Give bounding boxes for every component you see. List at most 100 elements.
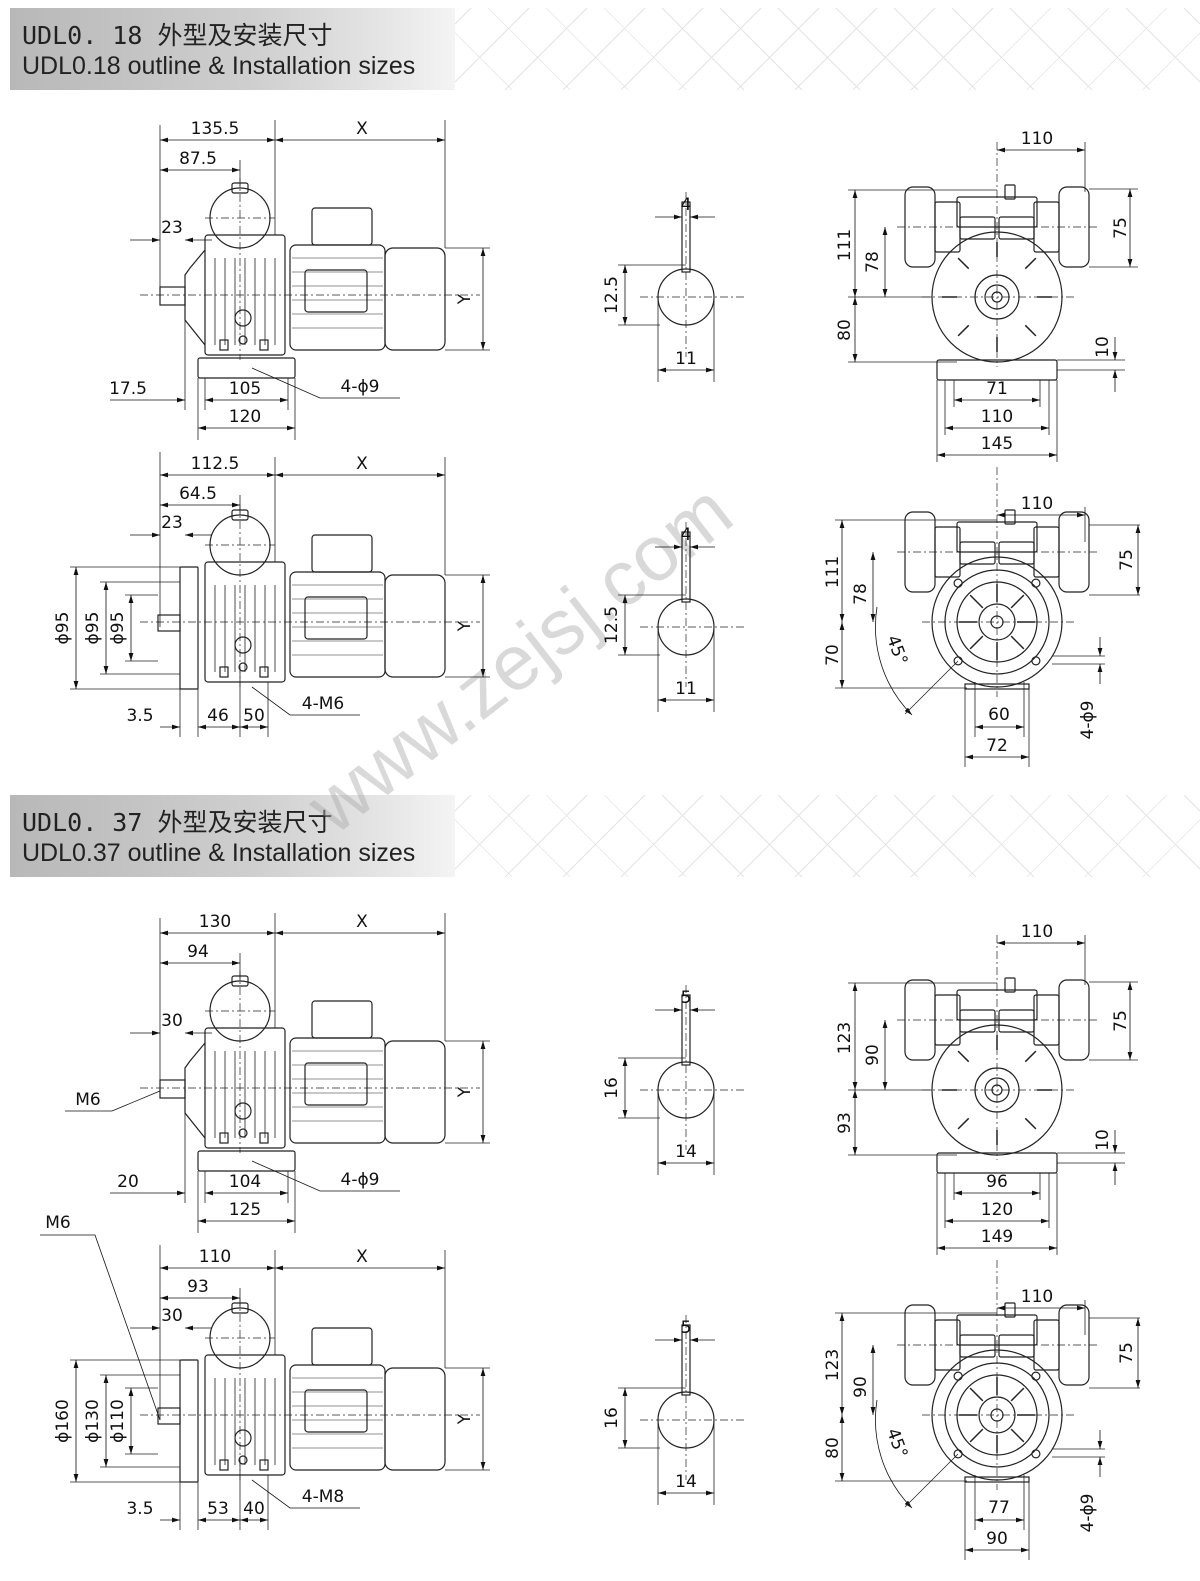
line [957, 324, 970, 337]
dimension-label: 40 [243, 1499, 265, 1519]
outline [289, 571, 386, 678]
section-title-en: UDL0.37 outline & Installation sizes [22, 839, 416, 867]
eye-bolt [238, 335, 248, 345]
dimension-label: 93 [835, 1112, 855, 1134]
outline [157, 1407, 181, 1425]
dimension-label: 50 [243, 706, 265, 726]
outline [1004, 184, 1016, 200]
outline [998, 1334, 1035, 1358]
outline [289, 244, 386, 351]
leader-line [251, 686, 360, 716]
dimension-label: M6 [75, 1090, 100, 1110]
leader-line [40, 1234, 161, 1421]
shaft-key-section: 412.511 [602, 192, 745, 382]
outline [959, 1009, 996, 1033]
dimension-label: 90 [986, 1529, 1008, 1549]
outline [184, 1042, 206, 1139]
section-title-cn: UDL0. 37 外型及安装尺寸 [22, 808, 333, 837]
dimension-label: 75 [1111, 217, 1131, 239]
dimension-label: Y [455, 293, 475, 305]
bolt-hole [1031, 578, 1041, 588]
line [1010, 1428, 1025, 1443]
bolt-hole [1031, 1449, 1041, 1459]
dimension-label: 105 [229, 379, 261, 399]
dimension-label: 30 [161, 1306, 183, 1326]
dimension-label: X [356, 1247, 368, 1267]
dimension-label: X [356, 119, 368, 139]
line [969, 1428, 984, 1443]
angle-arc [875, 1399, 913, 1509]
eye-bolt [234, 636, 252, 654]
section-title-cn: UDL0. 18 外型及安装尺寸 [22, 21, 333, 50]
dimension-label: X [356, 912, 368, 932]
outline [964, 683, 1030, 690]
outline [384, 1040, 446, 1144]
dimension-label: X [356, 454, 368, 474]
outline [157, 614, 181, 632]
dimension-label: 110 [981, 407, 1013, 427]
bolt-hole [953, 1371, 963, 1381]
outline [159, 286, 186, 306]
bolt-hole [953, 656, 963, 666]
dimension-label: 123 [835, 1022, 855, 1054]
outline [384, 1367, 446, 1471]
outline [289, 1364, 386, 1471]
outline [219, 1132, 229, 1144]
dimension-label: 80 [823, 1437, 843, 1459]
dimension-label: 16 [602, 1407, 622, 1429]
outline [259, 666, 269, 678]
dimension-label: 75 [1117, 1342, 1137, 1364]
line [969, 594, 984, 609]
leader-line [65, 1090, 161, 1112]
line [904, 1453, 959, 1508]
outline [304, 1389, 368, 1433]
dimension-label: 12.5 [602, 276, 622, 314]
outline [179, 566, 199, 690]
line [1024, 1050, 1037, 1063]
outline [219, 339, 229, 351]
dimension-label: 45° [882, 1426, 911, 1461]
dimension-label: 110 [1021, 1287, 1053, 1307]
outline [304, 1062, 368, 1106]
outline [219, 666, 229, 678]
dimension-label: 4-M8 [302, 1487, 344, 1507]
dimension-label: Y [455, 1413, 475, 1425]
dimension-label: 16 [602, 1077, 622, 1099]
dimension-label: 46 [207, 706, 229, 726]
dimension-label: 4-M6 [302, 694, 344, 714]
dimension-label: 4 [681, 525, 692, 545]
angle-arc [875, 606, 913, 716]
dimension-label: 17.5 [109, 379, 147, 399]
outline [311, 207, 373, 246]
dimension-label: 71 [986, 379, 1008, 399]
dimension-label: 120 [229, 407, 261, 427]
line [957, 257, 970, 270]
line [1010, 635, 1025, 650]
dimension-label: ϕ160 [53, 1399, 73, 1443]
line [1010, 1387, 1025, 1402]
dimension-label: 3.5 [126, 706, 153, 726]
line [969, 1387, 984, 1402]
outline [259, 1132, 269, 1144]
dimension-label: 125 [229, 1200, 261, 1220]
section-title-en: UDL0.18 outline & Installation sizes [22, 52, 416, 80]
line [969, 635, 984, 650]
dimension-label: 60 [988, 705, 1010, 725]
dimension-label: 11 [675, 679, 697, 699]
shaft-key-section: 412.511 [602, 522, 745, 712]
eye-bolt [238, 1455, 248, 1465]
dimension-label: 75 [1111, 1010, 1131, 1032]
eye-bolt [234, 1429, 252, 1447]
leader-line [251, 1479, 360, 1509]
dimension-label: 90 [863, 1044, 883, 1066]
dimension-label: ϕ95 [53, 612, 73, 645]
dimension-label: Y [455, 620, 475, 632]
bolt-hole [1031, 656, 1041, 666]
dimension-label: 145 [981, 434, 1013, 454]
outline [1004, 977, 1016, 993]
